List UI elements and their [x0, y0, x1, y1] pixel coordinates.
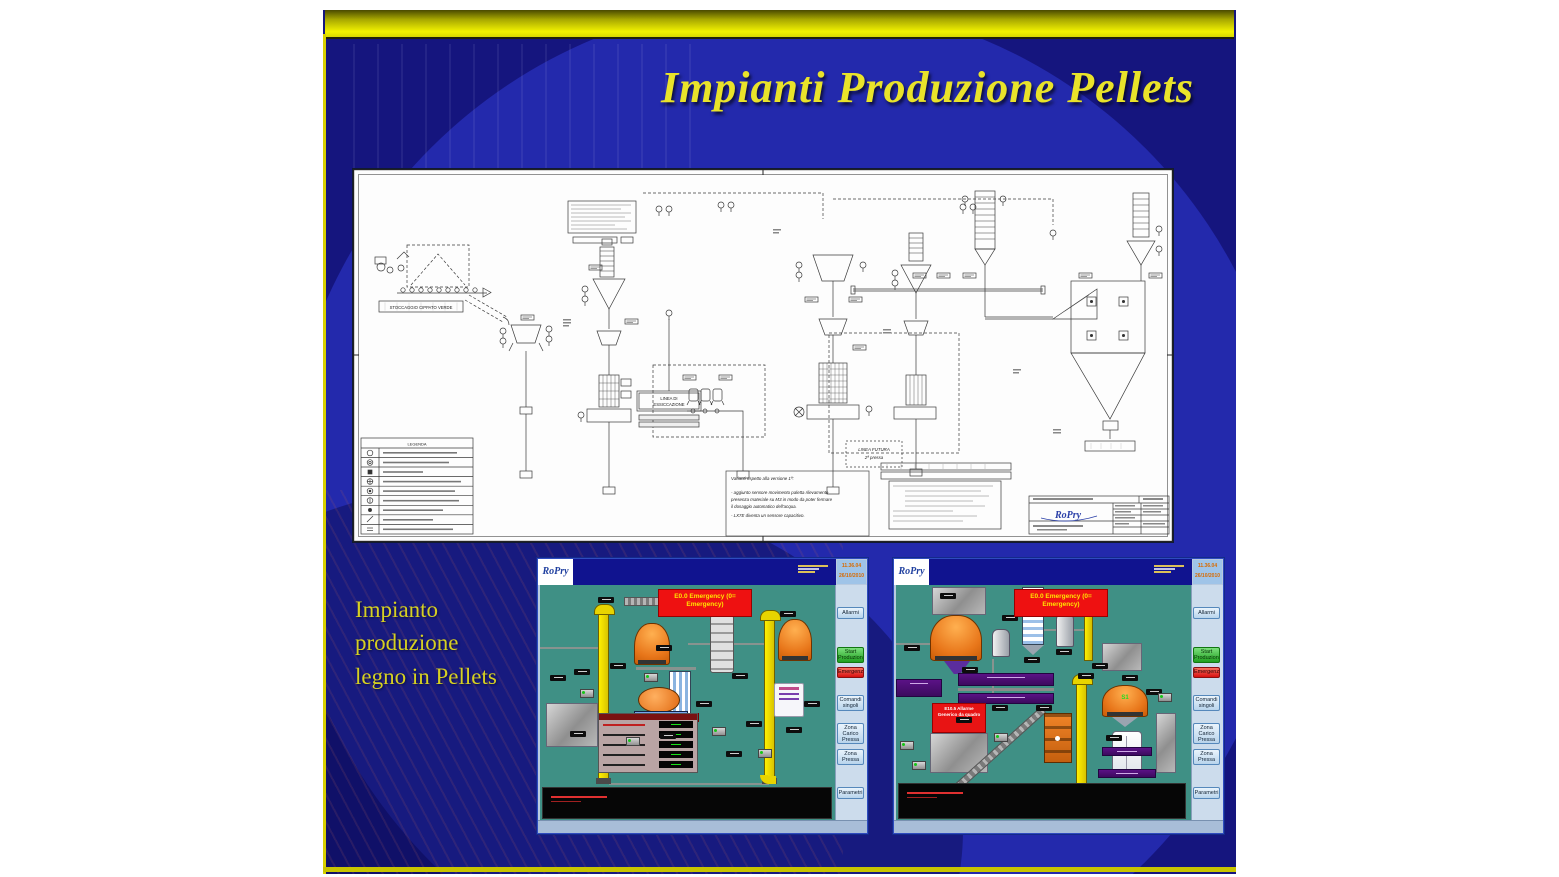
alarm-list-bar — [898, 783, 1186, 819]
future-line-label: 2ª pressa — [864, 455, 884, 460]
spec-list-box — [880, 462, 1012, 530]
note-line: presenza materiale su M3 in modo da pote… — [730, 497, 833, 502]
revision-notes-box — [725, 470, 870, 537]
bottom-accent-line — [323, 867, 1236, 872]
legend-table — [360, 437, 474, 535]
company-logo: RoPry — [1054, 510, 1082, 521]
pellet-press-icon — [1044, 713, 1072, 763]
scada-canvas: E10.5 Allarme Generico da quadro S1 — [896, 585, 1192, 821]
scada-sidebar: Allarmi Start Produzione Emergenza Coman… — [1191, 585, 1223, 821]
alarm-banner: E0.0 Emergency (0= Emergency) — [1014, 589, 1108, 617]
emergency-button[interactable]: Emergenza — [837, 667, 864, 678]
production-caption: Impianto produzione legno in Pellets — [355, 593, 497, 693]
scada-sidebar: Allarmi Start Produzione Emergenza Coman… — [835, 585, 867, 821]
purple-conveyor-icon — [1098, 769, 1156, 778]
purple-conveyor-icon — [958, 693, 1054, 704]
parameters-button[interactable]: Parametri — [1193, 787, 1220, 799]
press-load-zone-button[interactable]: Zona Carico Pressa — [837, 723, 864, 744]
orange-hopper-icon — [930, 615, 982, 661]
bucket-elevator-icon — [594, 604, 615, 784]
note-line: Varianti rispetto alla versione 1ª: — [731, 476, 794, 481]
alarms-button[interactable]: Allarmi — [1193, 607, 1220, 619]
orange-hopper-icon — [634, 623, 670, 665]
silo-icon — [1056, 613, 1074, 647]
pid-drawing: STOCCAGGIO CIPPATO VERDE LINEA DI ESSICC… — [353, 169, 1173, 542]
top-accent-bar — [325, 10, 1234, 39]
slide-title: Impianti Produzione Pellets — [660, 63, 1194, 112]
filter-unit-photo — [932, 587, 986, 615]
note-line: - aggiunto sensore movimento paletta ril… — [731, 490, 829, 495]
scada-header — [929, 559, 1192, 585]
scada-footer — [894, 820, 1223, 833]
yellow-duct-icon — [1084, 613, 1093, 661]
title-block — [1028, 495, 1170, 535]
slide: Impianti Produzione Pellets Impianto pro… — [323, 10, 1236, 874]
elevator-boot-icon — [760, 775, 776, 784]
press-load-zone-button[interactable]: Zona Carico Pressa — [1193, 723, 1220, 744]
scada-clock: 11.36.04 26/10/2010 — [1193, 560, 1222, 584]
scada-header — [573, 559, 836, 585]
scada-canvas: E0.0 Emergency (0= Emergency) — [540, 585, 836, 821]
machine-photo — [1102, 643, 1142, 671]
drying-line-label: ESSICCAZIONE — [653, 402, 684, 407]
caption-line: Impianto — [355, 597, 439, 622]
scada-logo: RoPry — [538, 559, 573, 585]
conveyor-icon — [958, 688, 1054, 691]
alarm-list-bar — [542, 787, 832, 819]
cooler-frame-photo — [1156, 713, 1176, 773]
scada-clock: 11.36.04 26/10/2010 — [837, 560, 866, 584]
scada-screenshot-right: RoPry 11.36.04 26/10/2010 — [893, 558, 1224, 834]
emergency-button[interactable]: Emergenza — [1193, 667, 1220, 678]
clock-time: 11.36.04 — [841, 563, 862, 569]
clock-date: 26/10/2010 — [1194, 572, 1221, 579]
scada-screenshot-left: RoPry 11.36.04 26/10/2010 — [537, 558, 868, 834]
purple-conveyor-icon — [958, 673, 1054, 686]
header-status-text — [798, 564, 828, 574]
info-card — [774, 683, 804, 717]
orange-hopper-icon — [778, 619, 812, 661]
storage-label: STOCCAGGIO CIPPATO VERDE — [390, 305, 453, 310]
silo-cone-icon — [1112, 717, 1138, 727]
clock-time: 11.36.04 — [1197, 563, 1218, 569]
silo-icon — [992, 629, 1010, 657]
caption-line: legno in Pellets — [355, 663, 497, 689]
orange-hopper-icon: S1 — [1102, 685, 1148, 717]
header-status-text — [1154, 564, 1184, 574]
left-accent-line — [323, 34, 326, 874]
parameters-button[interactable]: Parametri — [837, 787, 864, 799]
process-values-panel — [598, 713, 698, 773]
single-commands-button[interactable]: Comandi singoli — [837, 695, 864, 711]
press-zone-button[interactable]: Zona Pressa — [837, 749, 864, 765]
alarms-button[interactable]: Allarmi — [837, 607, 864, 619]
pid-linework — [360, 190, 1170, 537]
clock-date: 26/10/2010 — [838, 572, 865, 579]
gray-machine-icon — [710, 615, 734, 673]
note-line: il dosaggio automatico dell'acqua. — [731, 504, 797, 509]
purple-conveyor-icon — [896, 679, 942, 697]
scada-footer — [538, 820, 867, 833]
drying-line-label: LINEA DI — [660, 396, 677, 401]
mill-icon — [638, 687, 680, 713]
legend-title: LEGENDA — [407, 442, 426, 447]
note-line: - LX7E diventa un sensore capacitivo. — [731, 513, 805, 518]
purple-conveyor-icon — [1102, 747, 1152, 756]
alarm-box: E10.5 Allarme Generico da quadro — [932, 703, 986, 733]
machine-photo — [546, 703, 598, 747]
start-production-button[interactable]: Start Produzione — [837, 647, 864, 663]
silo-label: S1 — [1121, 695, 1129, 701]
future-line-label: LINEA FUTURA — [858, 447, 890, 452]
alarm-banner: E0.0 Emergency (0= Emergency) — [658, 589, 752, 617]
scada-logo: RoPry — [894, 559, 929, 585]
silo-cone-icon — [1022, 645, 1044, 655]
start-production-button[interactable]: Start Produzione — [1193, 647, 1220, 663]
process-diagram-panel: STOCCAGGIO CIPPATO VERDE LINEA DI ESSICC… — [352, 168, 1174, 543]
press-zone-button[interactable]: Zona Pressa — [1193, 749, 1220, 765]
single-commands-button[interactable]: Comandi singoli — [1193, 695, 1220, 711]
caption-line: produzione — [355, 630, 459, 656]
